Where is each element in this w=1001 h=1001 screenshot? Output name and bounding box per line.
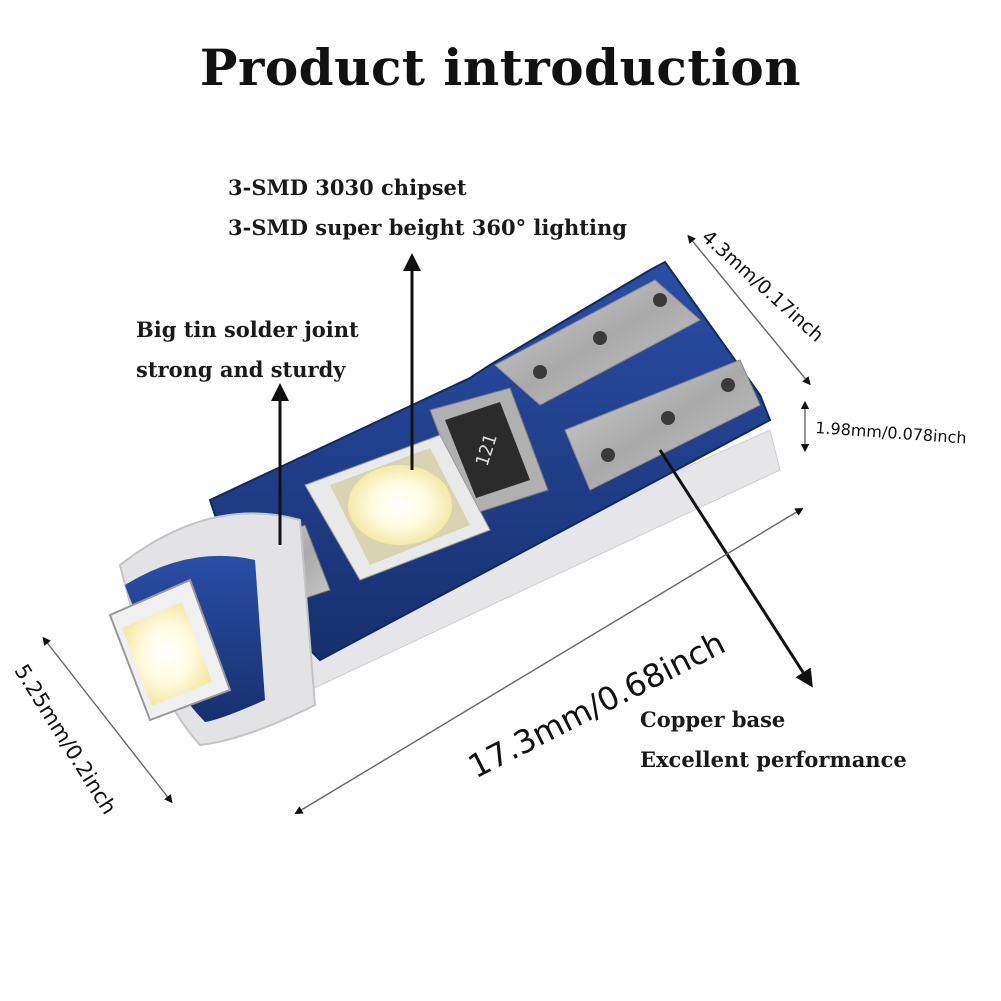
dimension-line-width xyxy=(687,234,811,386)
copper-callout-line2: Excellent performance xyxy=(640,746,907,772)
solder-hole xyxy=(721,378,735,392)
resistor: 121 xyxy=(429,387,549,516)
chipset-callout-line1: 3-SMD 3030 chipset xyxy=(228,175,467,200)
chipset-callout-line2: 3-SMD super beight 360° lighting xyxy=(228,214,627,240)
dimension-line-length xyxy=(294,507,804,815)
dimension-line-height xyxy=(42,636,173,804)
solder-callout: Big tin solder joint strong and sturdy xyxy=(136,310,359,390)
solder-hole xyxy=(653,293,667,307)
chipset-callout: 3-SMD 3030 chipset 3-SMD super beight 36… xyxy=(228,168,627,248)
solder-callout-line1: Big tin solder joint xyxy=(136,317,359,342)
solder-hole xyxy=(533,365,547,379)
solder-hole xyxy=(601,448,615,462)
solder-callout-line2: strong and sturdy xyxy=(136,356,346,382)
solder-hole xyxy=(661,411,675,425)
copper-callout-line1: Copper base xyxy=(640,707,786,732)
page-title: Product introduction xyxy=(199,38,802,97)
copper-callout: Copper base Excellent performance xyxy=(640,700,907,780)
solder-hole xyxy=(593,331,607,345)
